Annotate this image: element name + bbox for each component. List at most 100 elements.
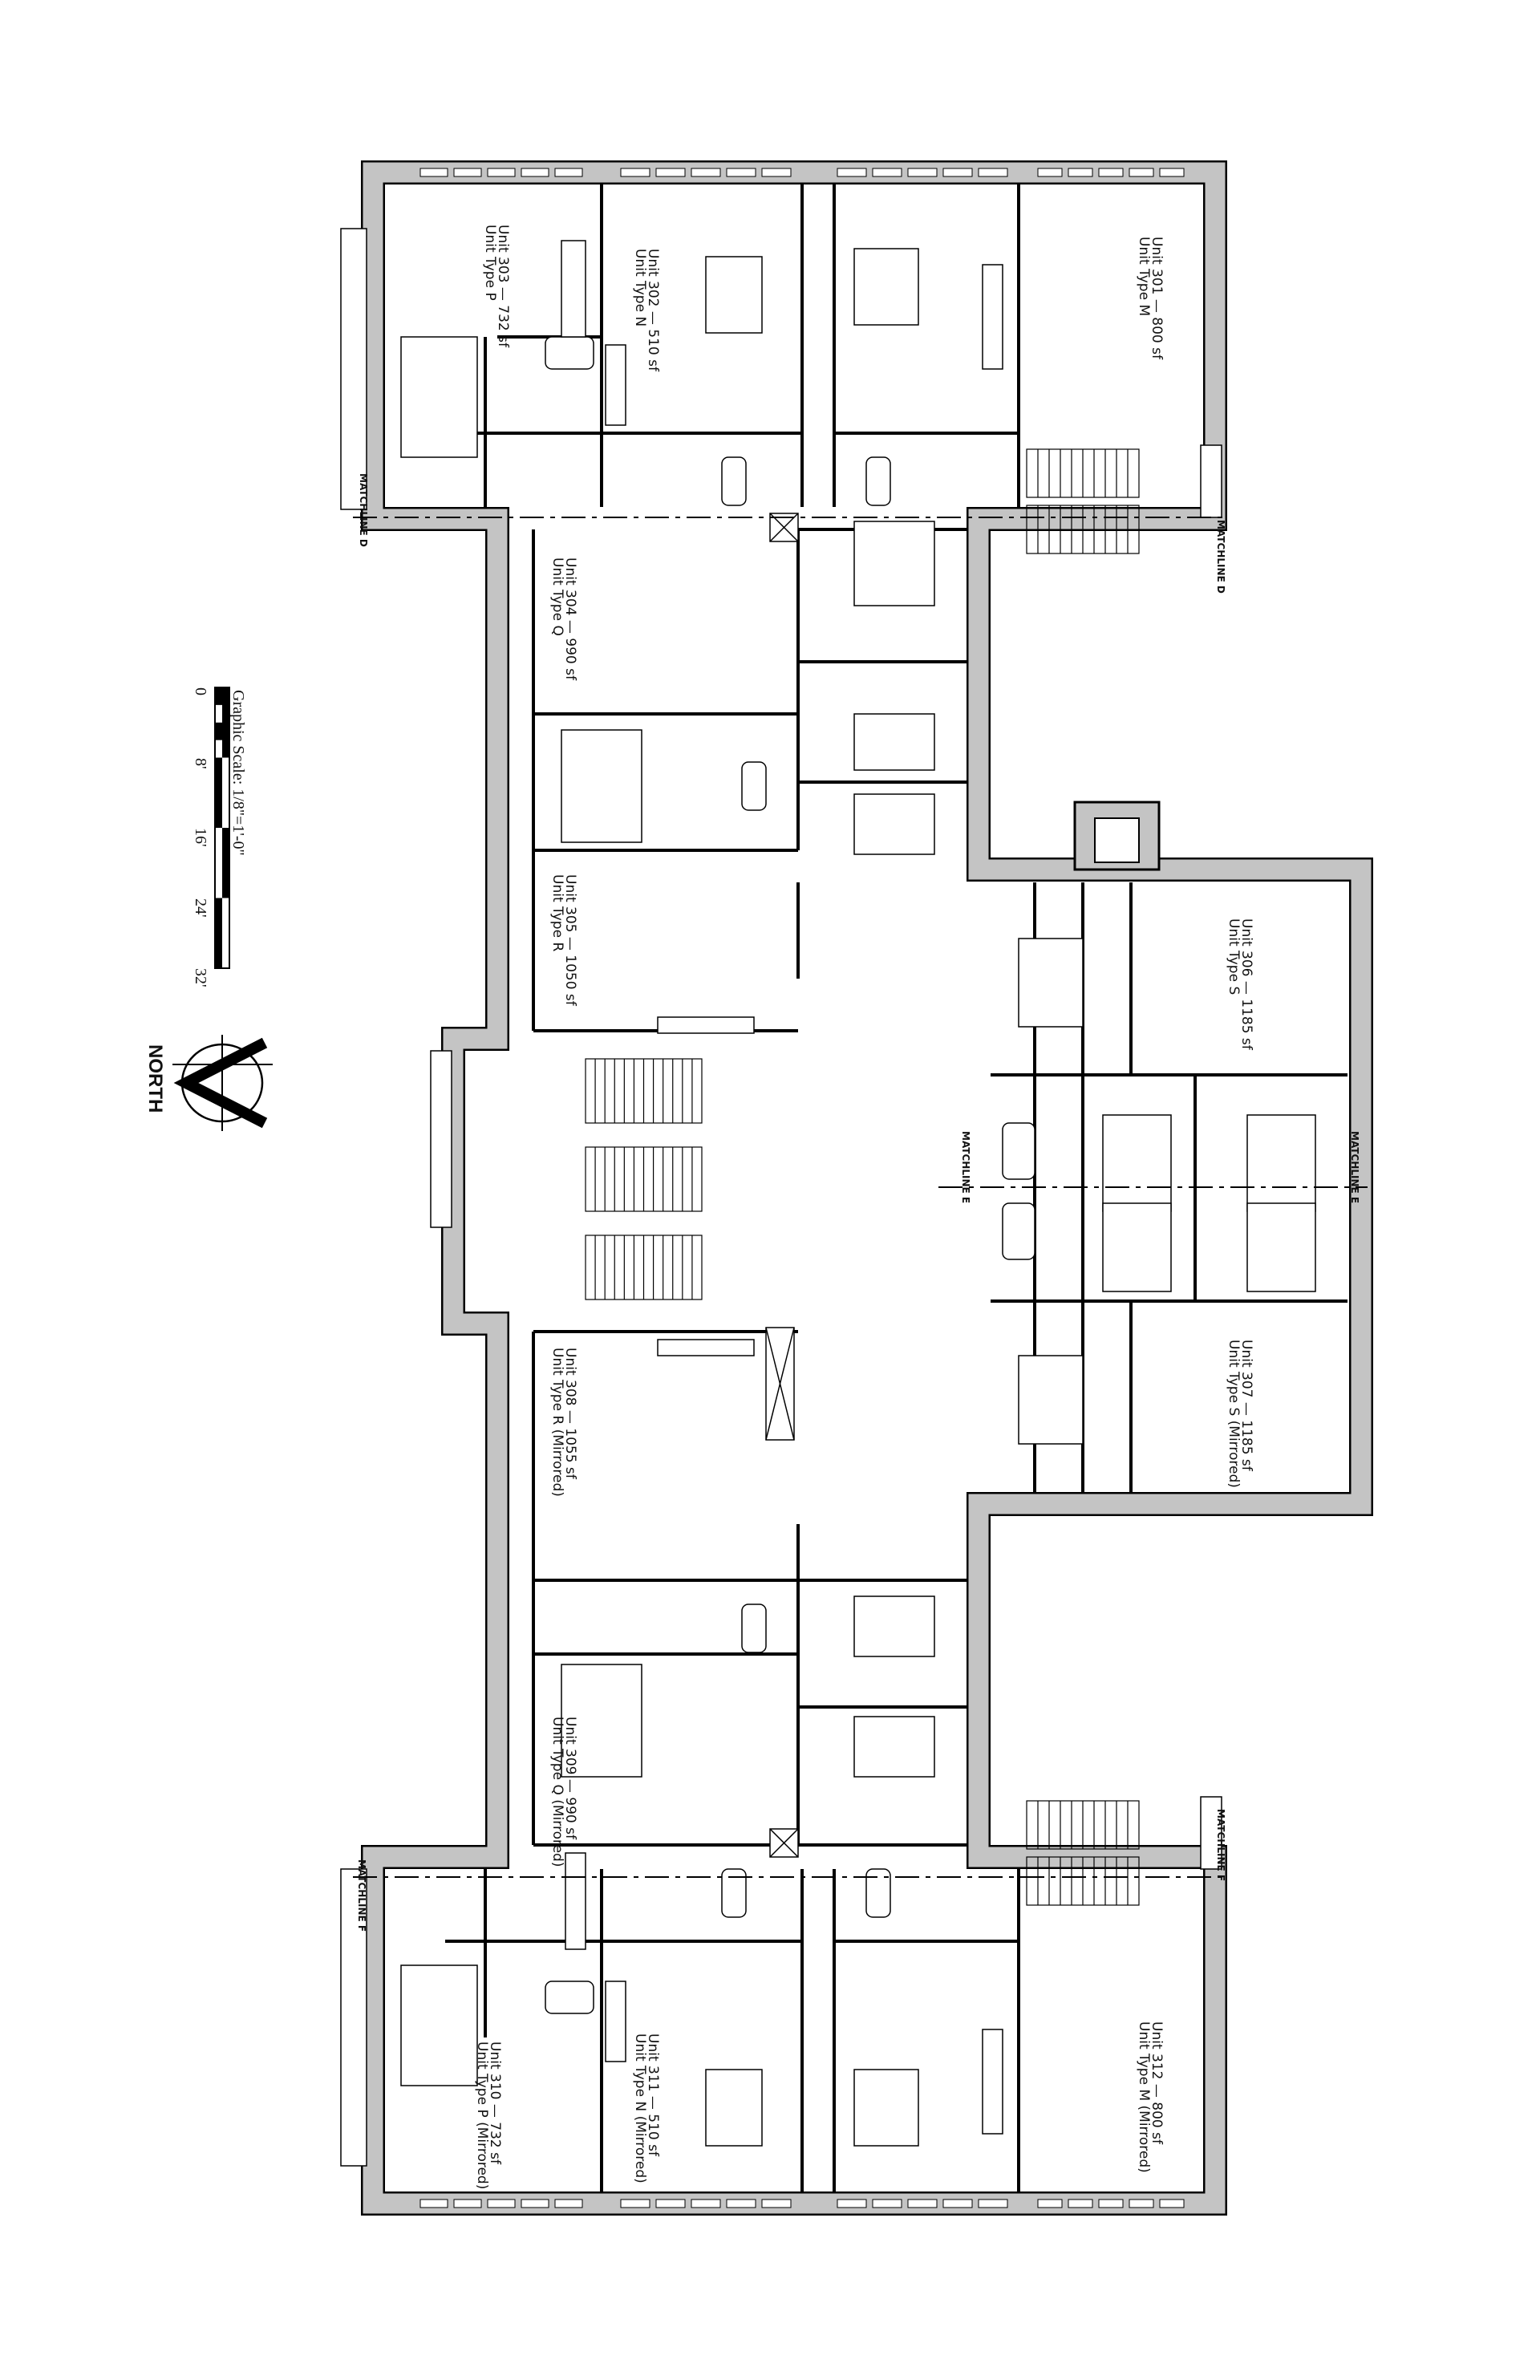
unit-label-line1: Unit 310 — 732 sf (487, 2041, 503, 2165)
unit-label-304: Unit 304 — 990 sf Unit Type Q (549, 557, 578, 681)
window (620, 2199, 650, 2208)
unit-label-line2: Unit Type Q (549, 557, 565, 636)
unit-label-line1: Unit 308 — 1055 sf (562, 1348, 578, 1480)
unit-label-311: Unit 311 — 510 sf Unit Type N (Mirrored) (632, 2033, 661, 2183)
window (872, 168, 902, 177)
bed (1102, 1202, 1172, 1292)
matchline-e-label-west: MATCHLINE E (960, 1131, 971, 1203)
window (1098, 168, 1124, 177)
window (1098, 2199, 1124, 2208)
kitchen-counter (657, 1339, 755, 1356)
scale-bar-subsegment (222, 740, 229, 758)
kitchen-counter (565, 1852, 586, 1950)
scale-tick-32: 32' (192, 968, 209, 987)
elevator-shaft (769, 1828, 799, 1858)
north-arrow: NORTH (144, 1035, 273, 1131)
graphic-scale: Graphic Scale: 1/8"=1'-0" 0 8' 16' 24' 3… (192, 687, 247, 987)
window-bay-east-top (1200, 444, 1222, 518)
window (1037, 2199, 1063, 2208)
stair-central-3 (585, 1235, 703, 1300)
stair-northeast (1026, 448, 1140, 498)
bed (1246, 1202, 1316, 1292)
bathtub (1002, 1202, 1035, 1260)
furniture (400, 240, 1316, 2147)
scale-tick-24: 24' (192, 898, 209, 918)
window (726, 168, 756, 177)
scale-tick-0: 0 (192, 687, 209, 695)
window (942, 2199, 973, 2208)
window (554, 168, 583, 177)
window (942, 168, 973, 177)
window (978, 168, 1008, 177)
graphic-scale-label: Graphic Scale: 1/8"=1'-0" (229, 690, 247, 856)
window (1159, 2199, 1185, 2208)
bathtub (865, 456, 891, 506)
bed (400, 1964, 478, 2086)
scale-bar-subsegment (222, 704, 229, 723)
window (691, 2199, 721, 2208)
bathtub (545, 336, 594, 370)
unit-label-312: Unit 312 — 800 sf Unit Type M (Mirrored) (1136, 2021, 1165, 2173)
kitchen-counter (605, 1981, 626, 2062)
north-label: NORTH (144, 1044, 166, 1113)
window (487, 2199, 516, 2208)
unit-label-line2: Unit Type M (1136, 237, 1152, 316)
window (691, 168, 721, 177)
bed (561, 729, 642, 843)
bed (853, 793, 935, 855)
unit-label-302: Unit 302 — 510 sf Unit Type N (632, 249, 661, 372)
window-bays (340, 228, 1222, 2167)
bed (561, 1664, 642, 1778)
bed (1018, 1355, 1084, 1445)
bed (1018, 938, 1084, 1028)
window (872, 2199, 902, 2208)
bed (400, 336, 478, 458)
window (1037, 168, 1063, 177)
matchline-d-label-east: MATCHLINE D (1215, 520, 1226, 594)
scale-bar-segment (215, 757, 222, 828)
unit-label-line2: Unit Type R (549, 874, 565, 951)
windows (419, 168, 1185, 2208)
stair-central-2 (585, 1146, 703, 1212)
unit-label-line2: Unit Type N (Mirrored) (632, 2033, 648, 2183)
bed (705, 2069, 763, 2147)
unit-labels: Unit 301 — 800 sf Unit Type M Unit 302 —… (474, 225, 1254, 2189)
window (1159, 168, 1185, 177)
window-bay-stair (430, 1050, 452, 1228)
bed (853, 713, 935, 771)
unit-label-305: Unit 305 — 1050 sf Unit Type R (549, 874, 578, 1007)
matchlines (353, 517, 1368, 1878)
matchline-e-label-east: MATCHLINE E (1349, 1131, 1360, 1203)
bathtub (721, 1868, 747, 1918)
stair-northeast-flight2 (1026, 505, 1140, 554)
scale-bar-segment (222, 828, 229, 898)
kitchen-counter (982, 264, 1003, 370)
window (837, 168, 867, 177)
bed (853, 521, 935, 606)
bed (1246, 1114, 1316, 1212)
window (655, 2199, 686, 2208)
window (907, 168, 938, 177)
unit-label-line2: Unit Type M (Mirrored) (1136, 2021, 1152, 2173)
kitchen-counter (605, 344, 626, 426)
unit-label-309: Unit 309 — 990 sf Unit Type Q (Mirrored) (549, 1717, 578, 1867)
kitchen-counter (657, 1016, 755, 1034)
unit-label-line1: Unit 309 — 990 sf (562, 1717, 578, 1840)
unit-label-303: Unit 303 — 732 sf Unit Type P (482, 225, 511, 348)
unit-label-line1: Unit 304 — 990 sf (562, 557, 578, 681)
bathtub (1002, 1122, 1035, 1180)
unit-label-line1: Unit 311 — 510 sf (645, 2033, 661, 2157)
window (1068, 168, 1093, 177)
window (419, 2199, 448, 2208)
unit-label-307: Unit 307 — 1185 sf Unit Type S (Mirrored… (1226, 1340, 1254, 1488)
window (487, 168, 516, 177)
wall-fill (363, 162, 1372, 2214)
unit-label-301: Unit 301 — 800 sf Unit Type M (1136, 237, 1165, 360)
unit-label-line1: Unit 312 — 800 sf (1149, 2021, 1165, 2145)
exterior-walls (361, 160, 1373, 2216)
unit-label-line2: Unit Type P (482, 225, 498, 301)
unit-label-line2: Unit Type N (632, 249, 648, 326)
elevator-shaft (765, 1327, 795, 1441)
window (655, 168, 686, 177)
